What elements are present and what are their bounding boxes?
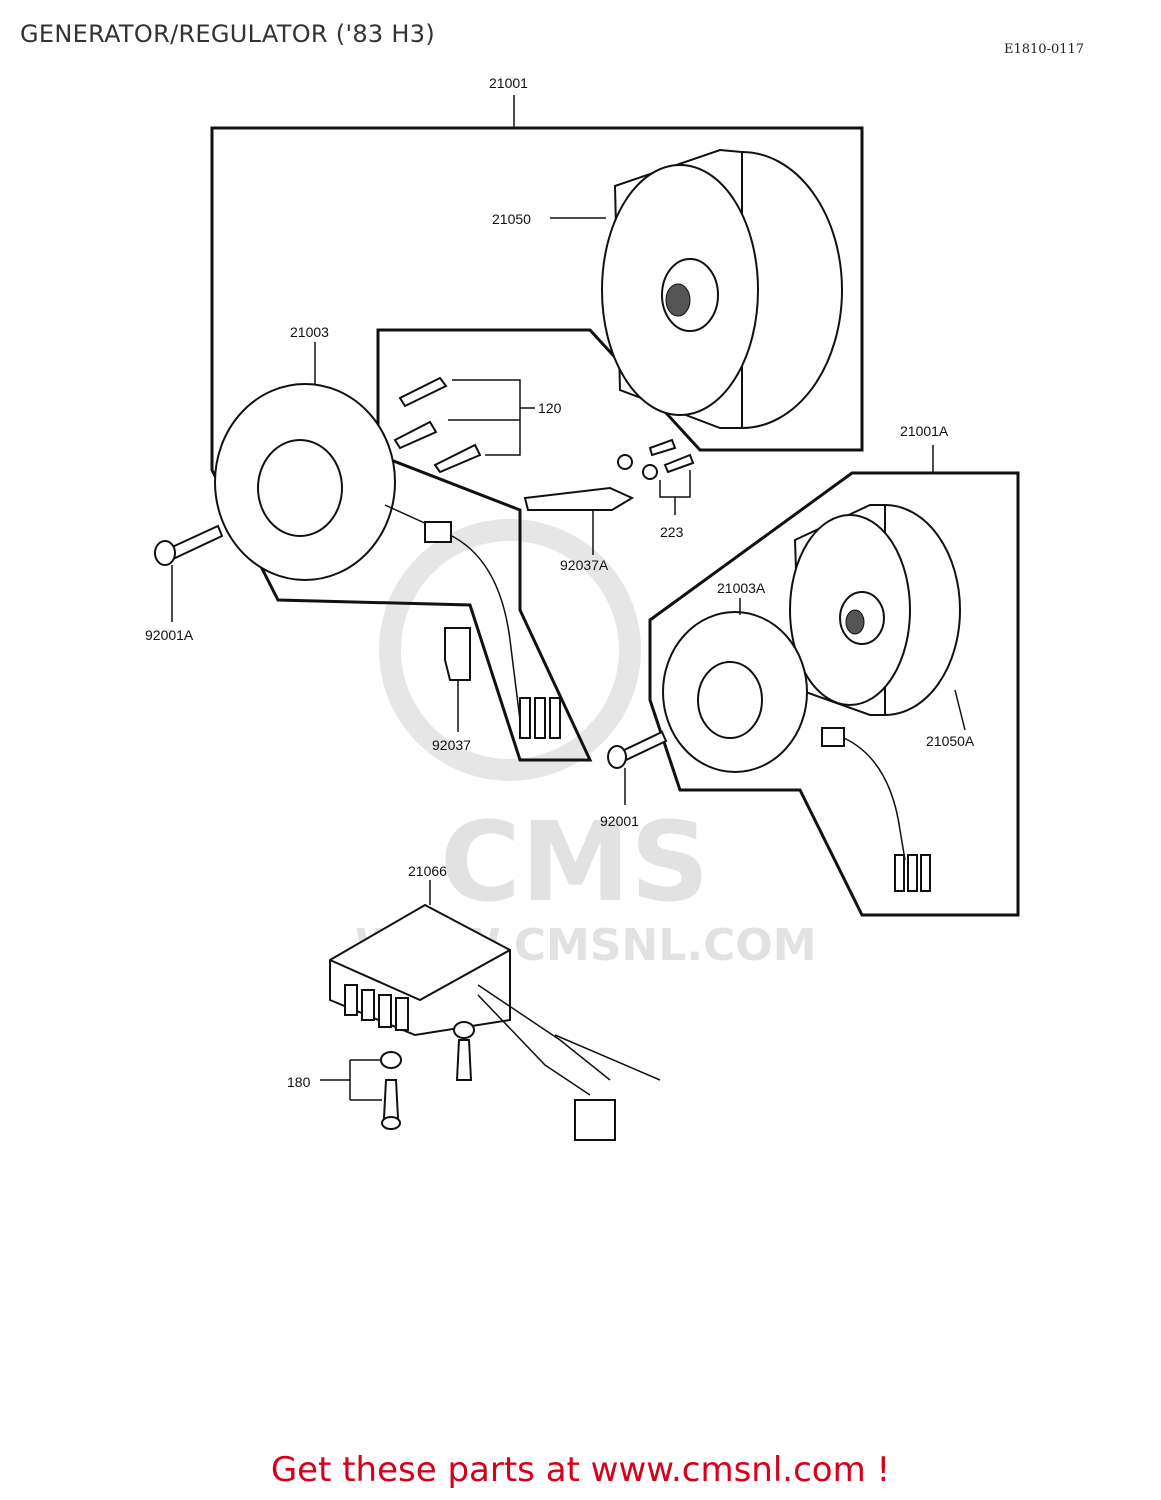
part-label-223: 223 <box>660 524 684 540</box>
part-label-21003: 21003 <box>290 324 329 340</box>
part-label-21001A: 21001A <box>900 423 949 439</box>
bracket-92037A <box>523 486 635 555</box>
part-label-21003A: 21003A <box>717 580 766 596</box>
part-label-21050: 21050 <box>492 211 531 227</box>
watermark-brand: CMS <box>440 798 709 926</box>
part-label-21050A: 21050A <box>926 733 975 749</box>
part-label-180: 180 <box>287 1074 311 1090</box>
flywheel-21050A <box>789 504 961 716</box>
clamp-92037 <box>444 627 471 732</box>
part-label-21001: 21001 <box>489 75 528 91</box>
part-label-120: 120 <box>538 400 562 416</box>
stator-21003A <box>662 611 931 892</box>
assembly-outline-21001 <box>210 126 864 762</box>
bolt-92001A <box>154 524 224 622</box>
bolts-120 <box>393 376 535 474</box>
part-label-21066: 21066 <box>408 863 447 879</box>
bolts-180 <box>320 1021 475 1130</box>
part-label-92001: 92001 <box>600 813 639 829</box>
assembly-outline-21001A <box>648 471 1020 917</box>
bolt-92001 <box>607 730 668 805</box>
footer-parts-link[interactable]: Get these parts at www.cmsnl.com ! <box>270 1450 891 1490</box>
part-label-92001A: 92001A <box>145 627 194 643</box>
stator-21003 <box>214 383 561 739</box>
part-label-92037: 92037 <box>432 737 471 753</box>
flywheel-21050 <box>601 148 843 429</box>
drawing-code: E1810-0117 <box>1004 42 1085 57</box>
page-title: GENERATOR/REGULATOR ('83 H3) <box>20 20 435 48</box>
part-label-92037A: 92037A <box>560 557 609 573</box>
regulator-21066 <box>329 903 661 1141</box>
screws-223 <box>617 438 695 515</box>
